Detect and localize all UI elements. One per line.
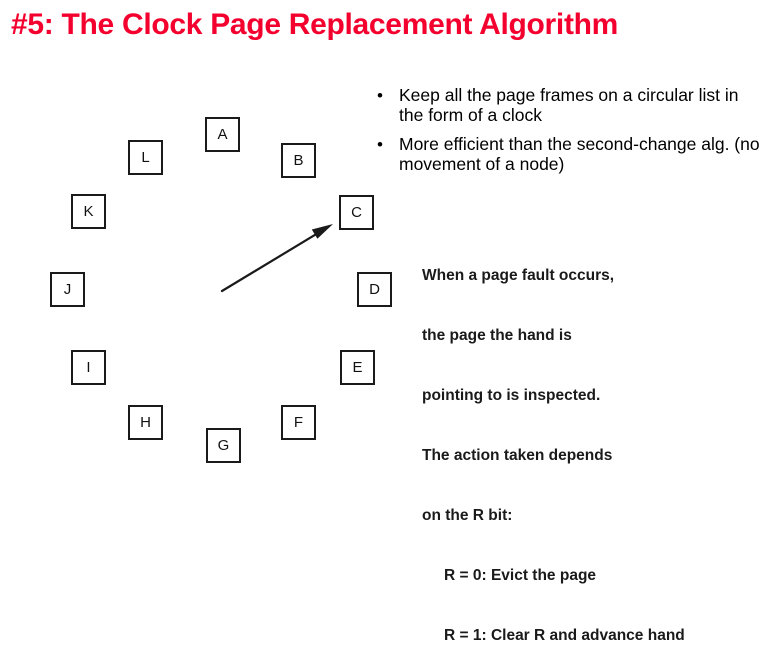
bullet-dot-icon: • xyxy=(377,135,383,154)
page-frame-h: H xyxy=(128,405,163,440)
page-frame-e: E xyxy=(340,350,375,385)
caption-line: The action taken depends xyxy=(422,447,613,464)
page-frame-g: G xyxy=(206,428,241,463)
page-frame-b: B xyxy=(281,143,316,178)
caption-line: When a page fault occurs, xyxy=(422,267,615,284)
page-frame-i: I xyxy=(71,350,106,385)
bullet-list: • Keep all the page frames on a circular… xyxy=(372,85,764,184)
page-frame-f: F xyxy=(281,405,316,440)
list-item: • More efficient than the second-change … xyxy=(372,134,764,174)
page-frame-j: J xyxy=(50,272,85,307)
bullet-text: Keep all the page frames on a circular l… xyxy=(399,85,739,125)
fault-caption: When a page fault occurs, the page the h… xyxy=(422,226,752,666)
bullet-dot-icon: • xyxy=(377,86,383,105)
caption-line: pointing to is inspected. xyxy=(422,387,601,404)
clock-hand-arrow xyxy=(220,224,333,293)
clock-diagram: A B C D E F G H I J K L xyxy=(0,0,420,502)
caption-line-r1: R = 1: Clear R and advance hand xyxy=(444,627,685,644)
page-frame-d: D xyxy=(357,272,392,307)
caption-line: on the R bit: xyxy=(422,507,513,524)
page-frame-c: C xyxy=(339,195,374,230)
caption-line: the page the hand is xyxy=(422,327,572,344)
page-frame-k: K xyxy=(71,194,106,229)
bullet-text: More efficient than the second-change al… xyxy=(399,134,760,174)
page-frame-l: L xyxy=(128,140,163,175)
page-title: #5: The Clock Page Replacement Algorithm xyxy=(11,8,619,41)
caption-line-r0: R = 0: Evict the page xyxy=(444,567,597,584)
page-frame-a: A xyxy=(205,117,240,152)
list-item: • Keep all the page frames on a circular… xyxy=(372,85,764,125)
